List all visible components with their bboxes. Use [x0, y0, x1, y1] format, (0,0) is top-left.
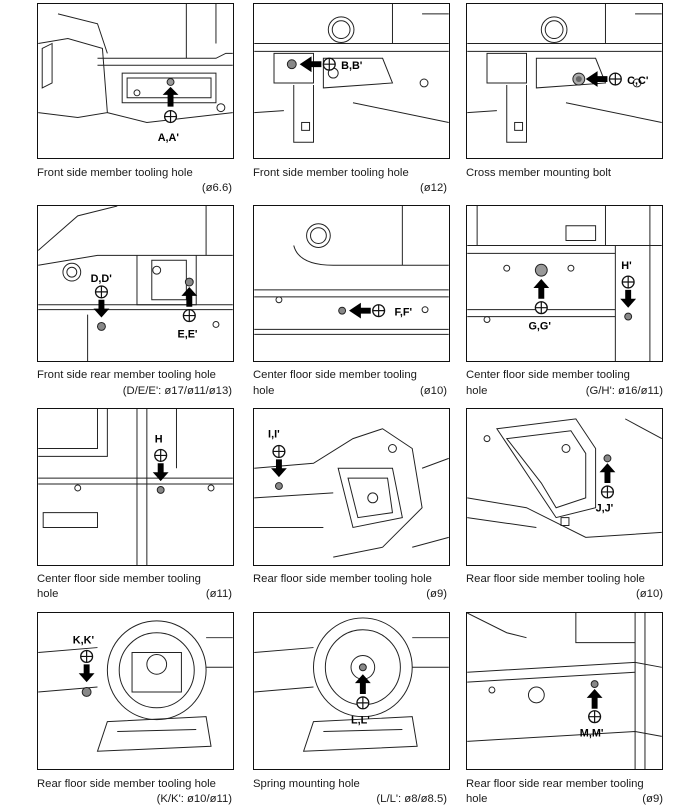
- figure-11-spec: (L/L': ø8/ø8.5): [376, 793, 447, 805]
- tooling-marker-icon: [154, 448, 168, 462]
- figure-4-illustration: D,D' E,E': [37, 205, 234, 362]
- tooling-marker-icon: [588, 710, 602, 724]
- figure-9-caption: Rear floor side member tooling hole: [466, 573, 645, 585]
- figure-2-caption: Front side member tooling hole: [253, 167, 409, 179]
- tooling-marker-icon: [182, 309, 196, 323]
- figure-7-caption-line1: Center floor side member tooling: [37, 573, 201, 585]
- figure-10-illustration: K,K': [37, 612, 234, 770]
- figure-12-spec: (ø9): [642, 793, 663, 805]
- tooling-marker-icon: [94, 285, 109, 299]
- figure-1-illustration: A,A': [37, 3, 234, 159]
- figure-1-caption: Front side member tooling hole: [37, 167, 193, 179]
- figure-7-spec: (ø11): [205, 588, 232, 600]
- figure-9-label-0: J,J': [596, 503, 614, 515]
- figure-11-label-0: L,L': [351, 715, 370, 727]
- figure-12-illustration: M,M': [466, 612, 663, 770]
- figure-3-illustration: C,C': [466, 3, 663, 159]
- figure-2-label-0: B,B': [341, 60, 363, 72]
- figure-12-caption-line2: hole: [466, 793, 488, 805]
- figure-5-spec: (ø10): [420, 385, 447, 397]
- figure-9-spec: (ø10): [636, 588, 663, 600]
- tooling-marker-icon: [163, 109, 178, 124]
- tooling-marker-icon: [272, 444, 286, 459]
- tooling-marker-icon: [372, 304, 386, 318]
- figure-1-label-0: A,A': [158, 132, 180, 144]
- figure-2-illustration: B,B': [253, 3, 450, 159]
- figure-7-label-0: H: [155, 434, 163, 446]
- figure-4-spec: (D/E/E': ø17/ø11/ø13): [122, 385, 232, 397]
- figure-9-illustration: J,J': [466, 408, 663, 566]
- figure-6-caption-line2: hole: [466, 385, 488, 397]
- figure-5-illustration: F,F': [253, 205, 450, 362]
- figure-6-illustration: G,G' H': [466, 205, 663, 362]
- figure-10-label-0: K,K': [73, 635, 95, 647]
- tooling-marker-icon: [621, 275, 635, 289]
- figure-10-spec: (K/K': ø10/ø11): [156, 793, 232, 805]
- tooling-marker-icon: [534, 301, 548, 315]
- figure-4-label-0: D,D': [91, 273, 113, 285]
- figure-4-caption: Front side rear member tooling hole: [37, 369, 216, 381]
- figure-8-spec: (ø9): [426, 588, 447, 600]
- figure-5-label-0: F,F': [394, 307, 412, 319]
- figure-10-caption: Rear floor side member tooling hole: [37, 778, 216, 790]
- tooling-marker-icon: [608, 72, 622, 86]
- figure-5-caption-line1: Center floor side member tooling: [253, 369, 417, 381]
- figure-6-label-1: H': [621, 260, 632, 272]
- figure-6-caption-line1: Center floor side member tooling: [466, 369, 630, 381]
- figure-3-label-0: C,C': [627, 75, 649, 87]
- tooling-marker-icon: [600, 485, 615, 499]
- tooling-marker-icon: [322, 57, 336, 71]
- figure-6-label-0: G,G': [528, 320, 551, 332]
- figure-7-illustration: H: [37, 408, 234, 566]
- figure-6-spec: (G/H': ø16/ø11): [585, 385, 663, 397]
- figure-7-caption-line2: hole: [37, 588, 59, 600]
- figure-12-label-0: M,M': [580, 727, 604, 739]
- figure-12-caption-line1: Rear floor side rear member tooling: [466, 778, 644, 790]
- figure-2-spec: (ø12): [420, 182, 447, 194]
- figure-8-caption: Rear floor side member tooling hole: [253, 573, 432, 585]
- tooling-marker-icon: [80, 649, 94, 664]
- figure-4-label-1: E,E': [177, 328, 197, 340]
- figure-1-spec: (ø6.6): [201, 182, 232, 194]
- figure-8-illustration: I,I': [253, 408, 450, 566]
- figure-5-caption-line2: hole: [253, 385, 275, 397]
- figure-11-illustration: L,L': [253, 612, 450, 770]
- tooling-marker-icon: [356, 696, 370, 710]
- figure-11-caption: Spring mounting hole: [253, 778, 360, 790]
- figure-3-caption: Cross member mounting bolt: [466, 167, 612, 179]
- figure-8-label-0: I,I': [268, 429, 280, 441]
